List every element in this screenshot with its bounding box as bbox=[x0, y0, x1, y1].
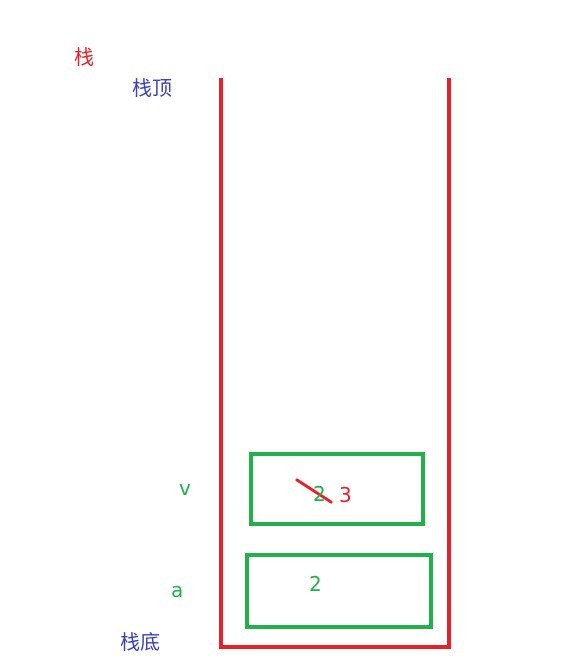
stack-title: 栈 bbox=[74, 45, 94, 69]
stack-bottom-label: 栈底 bbox=[120, 630, 160, 654]
variable-name-a: a bbox=[171, 578, 184, 602]
variable-a-value: 2 bbox=[309, 572, 322, 596]
frame-box-a bbox=[245, 553, 433, 629]
variable-name-v: v bbox=[179, 476, 191, 500]
variable-v-new-value: 3 bbox=[339, 483, 352, 507]
frame-box-v bbox=[249, 452, 425, 526]
stack-top-label: 栈顶 bbox=[132, 76, 172, 100]
variable-v-old-value: 2 bbox=[313, 482, 326, 506]
stack-container bbox=[219, 78, 451, 649]
strike-through-line bbox=[295, 478, 333, 504]
